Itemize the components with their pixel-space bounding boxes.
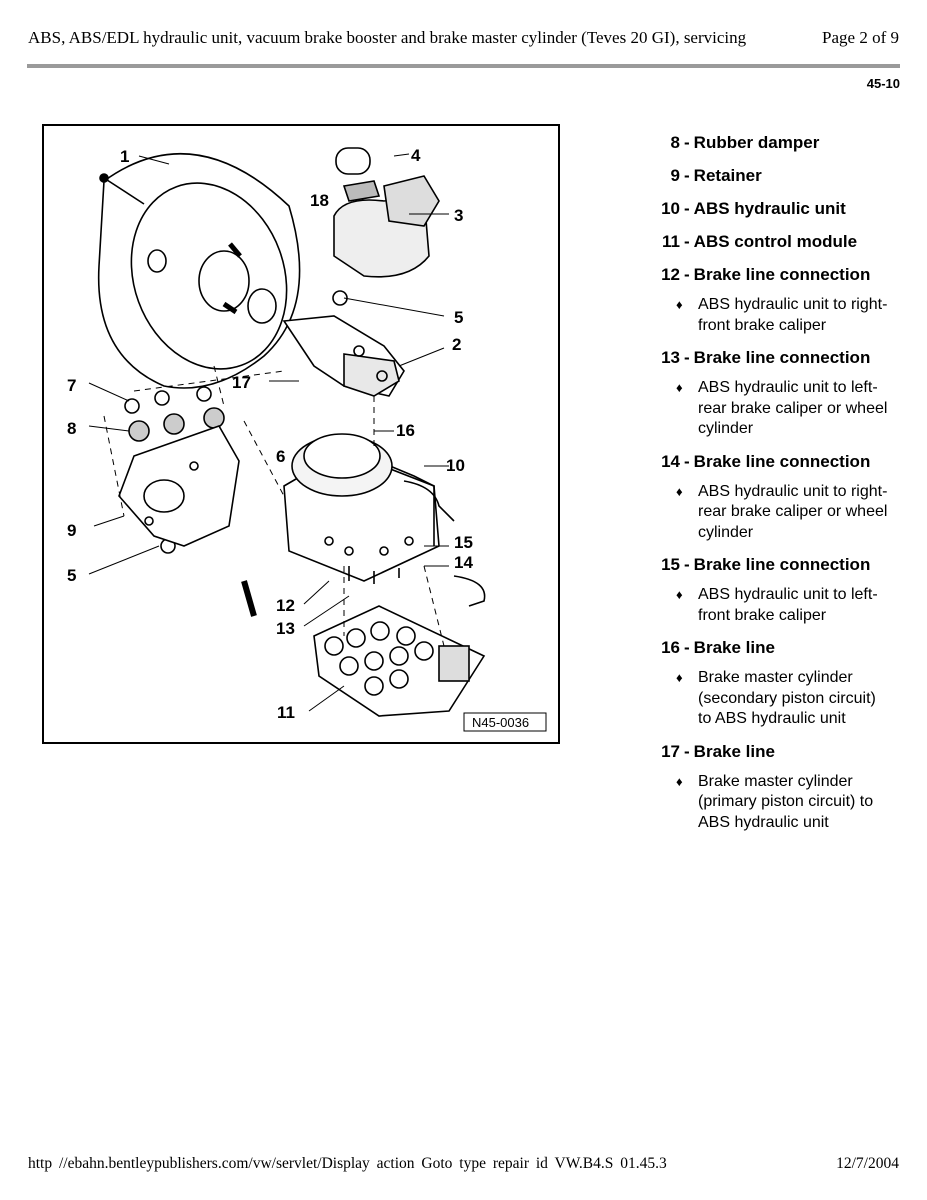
callout-1: 1 (120, 147, 129, 166)
legend-item: 15-Brake line connection (661, 555, 871, 574)
callout-3: 3 (454, 206, 463, 225)
legend-item: 11-ABS control module (662, 232, 858, 251)
callout-14: 14 (454, 553, 473, 572)
callout-4: 4 (411, 146, 421, 165)
page-indicator: Page 2 of 9 (822, 28, 899, 47)
legend-item: 14-Brake line connection (661, 451, 871, 471)
diamond-bullet-icon: ♦ (676, 483, 683, 499)
callout-11: 11 (277, 703, 295, 722)
callout-5-top: 5 (454, 308, 463, 327)
legend-item: 16-Brake line (661, 638, 775, 657)
callout-10: 10 (446, 456, 465, 475)
header-divider (27, 64, 900, 68)
legend-item: 8-Rubber damper (670, 133, 820, 152)
callout-7: 7 (67, 376, 76, 395)
legend-item: 13-Brake line connection (661, 348, 871, 367)
legend-item: 10-ABS hydraulic unit (661, 199, 846, 218)
legend-note: ♦Brake master cylinder (primary piston c… (676, 772, 916, 834)
diamond-bullet-icon: ♦ (676, 587, 683, 602)
callout-5-bottom: 5 (67, 566, 76, 585)
callout-16: 16 (396, 421, 415, 440)
callout-18: 18 (310, 191, 329, 210)
diamond-bullet-icon: ♦ (676, 297, 683, 312)
exploded-view-illustration: 1 2 3 4 5 5 6 7 8 9 10 11 12 13 14 15 16… (42, 124, 560, 744)
legend-item: 9-Retainer (670, 166, 762, 185)
footer-date: 12/7/2004 (836, 1155, 899, 1172)
callout-15: 15 (454, 533, 473, 552)
legend-note: ♦ABS hydraulic unit to left-rear brake c… (676, 378, 916, 440)
figure-code: N45-0036 (472, 715, 529, 730)
diamond-bullet-icon: ♦ (676, 670, 683, 685)
callout-9: 9 (67, 521, 76, 540)
legend-note: ♦Brake master cylinder (secondary piston… (676, 668, 916, 730)
legend-note: ♦ABS hydraulic unit to right-front brake… (676, 295, 916, 336)
footer-url: http //ebahn.bentleypublishers.com/vw/se… (28, 1155, 667, 1172)
document-title: ABS, ABS/EDL hydraulic unit, vacuum brak… (28, 28, 747, 47)
legend-item: 12-Brake line connection (661, 265, 871, 284)
parts-legend: 8-Rubber damper 9-Retainer 10-ABS hydrau… (646, 132, 916, 844)
legend-note: ♦ABS hydraulic unit to right-rear brake … (676, 482, 916, 544)
callout-17: 17 (232, 373, 251, 392)
legend-note: ♦ABS hydraulic unit to left-front brake … (676, 585, 916, 626)
diamond-bullet-icon: ♦ (676, 773, 683, 789)
legend-item: 17-Brake line (661, 741, 775, 761)
callout-13: 13 (276, 619, 295, 638)
callout-8: 8 (67, 419, 76, 438)
page-footer: http //ebahn.bentleypublishers.com/vw/se… (28, 1155, 899, 1173)
callout-6: 6 (276, 447, 285, 466)
exploded-view-drawing: 1 2 3 4 5 5 6 7 8 9 10 11 12 13 14 15 16… (67, 146, 547, 732)
callout-12: 12 (276, 596, 295, 615)
diamond-bullet-icon: ♦ (676, 380, 683, 395)
section-code: 45-10 (866, 76, 900, 91)
callout-2: 2 (452, 335, 461, 354)
